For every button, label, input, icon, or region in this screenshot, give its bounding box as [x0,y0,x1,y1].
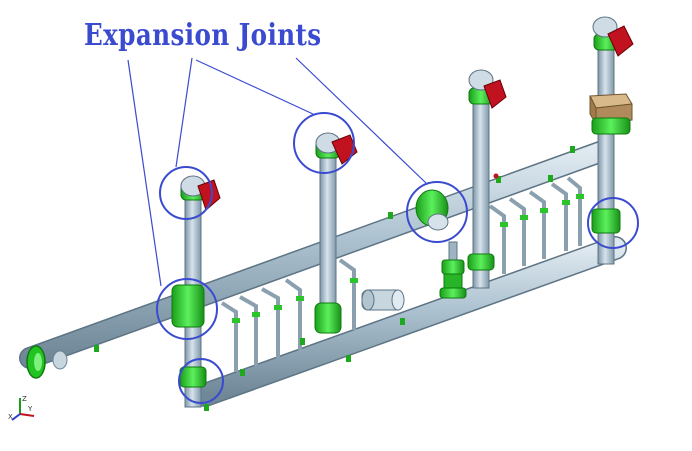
branch-connector-joints [232,194,584,323]
mid-tee-connector [361,289,405,311]
callout-circle-joint-left-elbow [159,166,213,220]
axis-z-label: Z [22,395,27,403]
callout-circle-joint-header-center [406,181,468,243]
upper-header-pipe [19,141,611,369]
callout-circles [156,112,639,404]
branch-connectors [220,176,582,372]
callout-circle-joint-middle-elbow [293,112,355,174]
elbow-middle [315,132,358,165]
leader-joint-header-left [127,59,162,287]
left-end-flange [26,345,68,379]
riser-middle [319,149,337,329]
joint-rings [171,208,621,388]
axis-y-label: Y [27,405,33,413]
callout-circle-joint-header-left [156,278,218,340]
axis-z-line [11,413,21,421]
header-expansion-joint [415,189,449,231]
axis-x-label: X [8,413,13,421]
leader-joint-header-center [295,57,427,184]
elbow-center-right [468,69,507,109]
equipment-box [589,93,633,135]
callout-circle-joint-bottom-left [178,358,224,404]
lower-header-pipe [193,236,627,407]
marker-dot [493,173,499,179]
diagram-title: Expansion Joints [84,18,322,53]
elbow-left [180,175,221,211]
callout-circle-joint-right-riser [587,197,639,249]
axis-x-line [19,413,35,417]
callout-leader-lines [127,57,427,287]
axis-triad: Z Y X [8,395,35,421]
leader-joint-left-elbow [175,57,193,168]
valve-stack [439,241,467,299]
leader-joint-middle-elbow [195,59,314,115]
elbow-right [592,16,634,57]
support-markers [94,146,575,411]
